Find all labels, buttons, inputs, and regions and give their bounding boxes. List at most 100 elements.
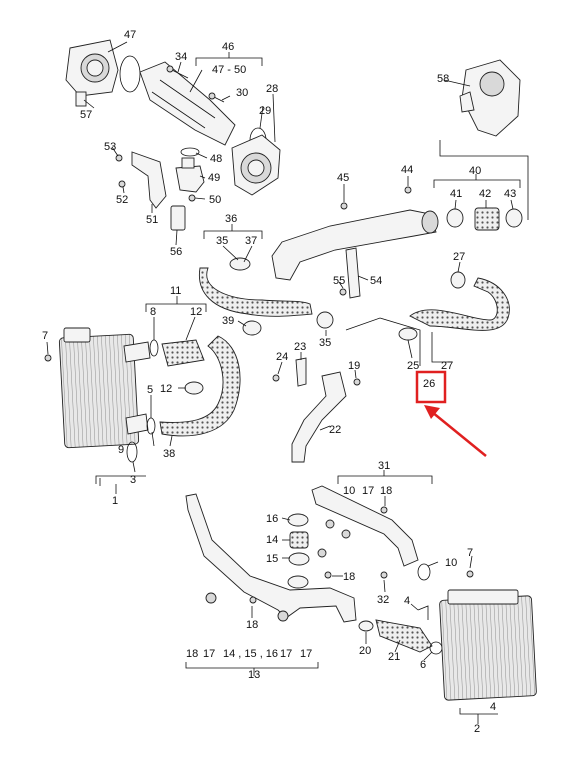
callout-56: 56 [170,246,182,258]
clamp-25 [398,327,418,341]
clamp-35 [316,311,334,329]
bolt-34 [166,65,189,79]
intercooler-1 [58,327,151,449]
valve-58 [459,59,521,137]
bolt-52 [118,180,126,188]
clamp-35-upper [229,257,251,271]
callout-25: 25 [407,360,419,372]
callout-39: 39 [222,315,234,327]
sleeve-14 [289,531,309,549]
callout-3: 3 [130,474,136,486]
callout-10-right: 10 [445,557,457,569]
clip-4 [417,605,429,620]
callout-17-bottom-a: 17 [203,648,215,660]
callout-11: 11 [170,285,181,297]
callout-4-a: 4 [404,595,410,607]
callout-44: 44 [401,164,413,176]
callout-27-lower: 27 [441,360,453,372]
callout-14-15-16-bottom: 14 , 15 , 16 [223,648,278,660]
callout-41: 41 [450,188,462,200]
clamp-13-end [287,575,309,589]
bolt-50 [188,194,196,202]
clamp-20 [358,620,374,632]
callout-51: 51 [146,214,158,226]
callout-10-17-18-a: 10 [343,485,355,497]
bolt-32 [380,571,388,579]
callout-45: 45 [337,172,349,184]
callout-23: 23 [294,341,306,353]
hose-12 [161,339,205,367]
throttle-valve-57 [65,39,119,107]
clamps-40 [446,207,523,231]
callout-43: 43 [504,188,516,200]
callout-18-right: 18 [343,571,355,583]
highlight-arrowhead [424,405,440,419]
bolt-24 [272,374,280,382]
hose-21 [375,619,433,653]
callout-6: 6 [420,659,426,671]
callout-21: 21 [388,651,400,663]
bolt-55 [339,288,347,296]
callout-8: 8 [150,306,156,318]
callout-38: 38 [163,448,175,460]
callout-18-bl: 18 [186,648,198,660]
o-ring-8 [149,339,159,357]
callout-22: 22 [329,424,341,436]
callout-37: 37 [245,235,257,247]
o-ring-9 [126,441,138,463]
callout-18-bottom: 18 [246,619,258,631]
connector-49 [175,157,205,193]
callout-42: 42 [479,188,491,200]
callout-9: 9 [118,444,124,456]
callout-31: 31 [378,460,390,472]
callout-47: 47 [124,29,136,41]
o-ring-10 [417,563,431,581]
clamp-39 [242,320,262,336]
callout-49: 49 [208,172,220,184]
callout-16: 16 [266,513,278,525]
callout-26: 26 [423,378,435,390]
bolt-7-right [466,570,474,578]
charge-pipe [271,209,439,281]
callout-17-br: 17 [300,648,312,660]
nut-17b-mid [341,529,351,539]
bracket-23 [295,357,307,387]
callout-57: 57 [80,109,92,121]
intercooler-2 [439,589,537,701]
callout-5: 5 [147,384,153,396]
callout-32: 32 [377,594,389,606]
nut-17-b [277,610,289,622]
callout-15: 15 [266,553,278,565]
callout-labels: 47 34 46 47 - 50 30 28 29 57 48 53 49 52… [42,29,516,735]
leader-lines [46,41,529,724]
callout-19: 19 [348,360,360,372]
callout-27-upper: 27 [453,251,465,263]
callout-36: 36 [225,213,237,225]
callout-7-left: 7 [42,330,48,342]
callout-35: 35 [216,235,228,247]
callout-17-bottom-b: 17 [280,648,292,660]
highlight-box [415,370,447,404]
bolt-7-left [44,354,52,362]
bolt-18-mid [380,506,388,514]
clamp-16 [287,513,309,527]
pipe-22 [291,371,347,463]
callout-46: 46 [222,41,234,53]
bracket-51 [131,151,167,209]
callout-35-mid: 35 [319,337,331,349]
bolt-45 [340,202,348,210]
nut-17-mid [325,519,335,529]
callout-28: 28 [266,83,278,95]
callout-1: 1 [112,495,118,507]
callout-14: 14 [266,534,278,546]
callout-53: 53 [104,141,116,153]
pipe-13 [185,493,357,623]
housing-28 [231,134,281,196]
o-ring-48 [180,147,200,157]
pipe-31 [311,485,419,567]
hose-37 [198,267,313,317]
bolt-53 [115,154,123,162]
highlight-part-26 [415,370,487,457]
hose-38 [159,335,241,437]
